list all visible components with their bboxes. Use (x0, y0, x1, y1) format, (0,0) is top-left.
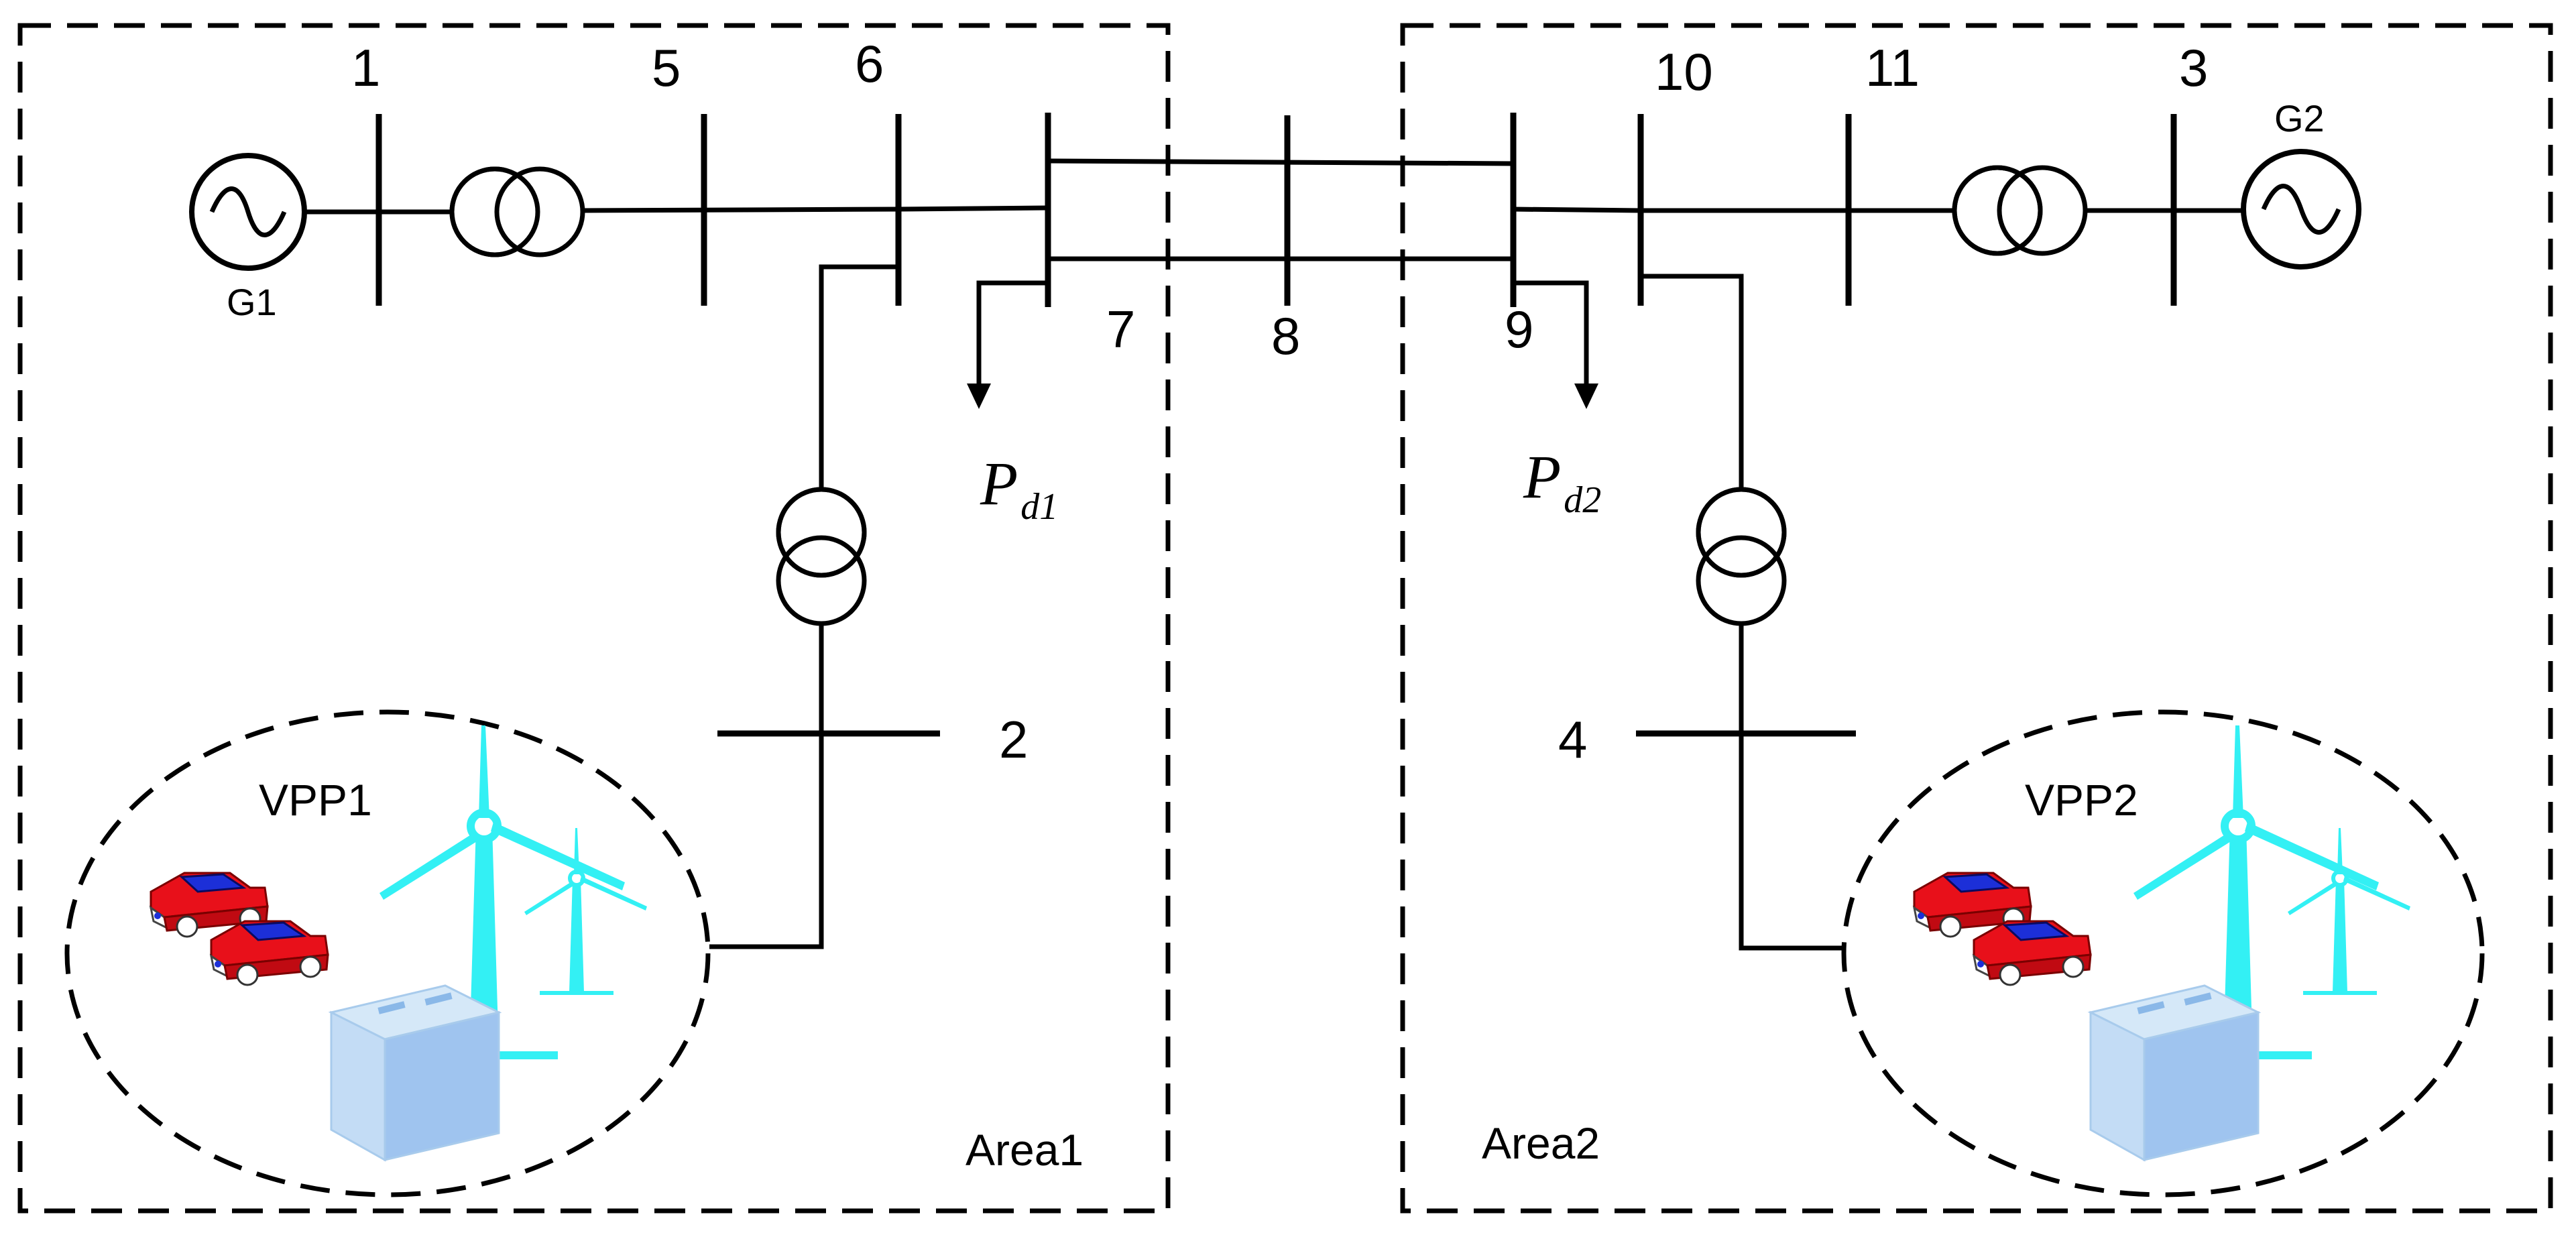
area2-boundary (1400, 23, 2553, 1214)
bus-label-5: 5 (652, 38, 681, 97)
battery-icon (2089, 984, 2260, 1161)
bus-label-3: 3 (2179, 38, 2208, 97)
bus-label-8: 8 (1271, 306, 1300, 365)
load-label-pd2: Pd2 (1523, 443, 1601, 521)
battery-icon (330, 984, 500, 1161)
bus-label-2: 2 (999, 710, 1028, 769)
transformer-t2-icon (1952, 165, 2088, 256)
load-label-pd1: Pd1 (980, 449, 1058, 528)
generator-label-g1: G1 (227, 281, 277, 323)
bus-label-9: 9 (1505, 300, 1533, 359)
electric-car-icon (1973, 920, 2092, 986)
vpp2-boundary (1841, 709, 2485, 1197)
transformer-to-bus6 (581, 207, 899, 213)
bus-label-4: 4 (1558, 710, 1587, 769)
bus6-to-vpp1-feeder (819, 264, 898, 488)
vpp2-label: VPP2 (2025, 775, 2138, 825)
bus-label-7: 7 (1106, 300, 1135, 359)
bus2-to-vpp1 (709, 733, 824, 949)
transformer-t1-icon (449, 166, 585, 257)
bus9-to-bus10 (1513, 207, 1641, 213)
generator-g2-icon (2241, 149, 2361, 270)
bus-label-10: 10 (1655, 42, 1713, 101)
load-arrow-pd2-icon (1513, 280, 1598, 409)
bus-label-6: 6 (855, 34, 884, 93)
electric-car-icon (210, 920, 329, 986)
generator-g1-icon (189, 153, 307, 271)
generator-label-g2: G2 (2274, 97, 2325, 139)
transformer-t3-icon (776, 487, 867, 626)
vpp1-boundary (64, 709, 711, 1197)
load-arrow-pd1-icon (967, 280, 1048, 409)
transformer-t4-icon (1696, 487, 1787, 626)
area2-label: Area2 (1482, 1118, 1600, 1168)
bus-label-11: 11 (1865, 38, 1920, 97)
bus10-to-vpp2-feeder (1641, 274, 1744, 488)
tie-line-upper (1047, 158, 1514, 166)
vpp1-label: VPP1 (259, 775, 372, 825)
bus6-to-bus7 (898, 205, 1049, 212)
area1-label: Area1 (965, 1125, 1084, 1175)
bus4-to-vpp2 (1739, 733, 1845, 951)
area1-boundary (17, 23, 1171, 1214)
bus-label-1: 1 (351, 38, 380, 97)
